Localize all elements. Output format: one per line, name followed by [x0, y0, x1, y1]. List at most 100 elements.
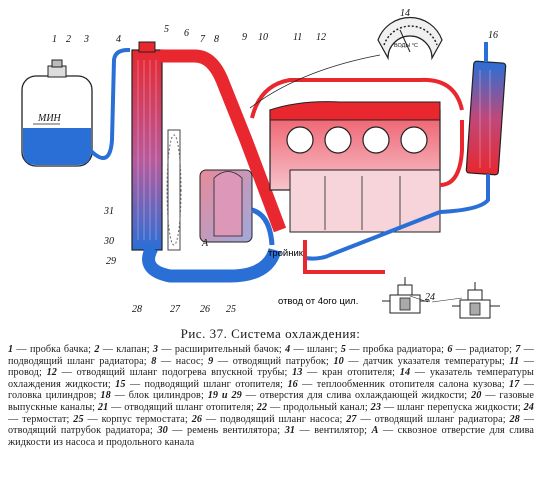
caption-item-number: 24: [523, 401, 534, 413]
sensor-wire: [249, 54, 381, 109]
callout-8: 8: [214, 34, 219, 45]
caption-item-number: 21: [97, 401, 109, 413]
figure-title: Рис. 37. Система охлаждения:: [180, 326, 361, 341]
caption-item-text: — корпус термостата;: [83, 413, 192, 425]
caption-item-number: 4: [285, 344, 291, 355]
caption-item-text: — отводящий шланг радиатора;: [356, 413, 510, 425]
caption-item-text: — насос;: [156, 355, 209, 367]
callout-25: 25: [226, 304, 236, 315]
callout-7: 7: [200, 34, 206, 45]
cylinder4-outlet: [303, 240, 385, 274]
caption-item-number: 18: [100, 390, 111, 402]
caption-item-number: 14: [399, 367, 411, 379]
thermostat-detail-left: [382, 277, 430, 314]
caption-item-text: — вентилятор;: [295, 425, 372, 437]
caption-item-text: — пробка радиатора;: [345, 344, 448, 355]
caption-item-text: — подводящий шланг отопителя;: [125, 378, 288, 390]
fan: [166, 129, 182, 251]
annotation-cylinder-outlet: отвод от 4ого цил.: [278, 296, 358, 307]
caption-item-number: 6: [447, 344, 453, 355]
caption-item-number: 17: [509, 378, 520, 390]
caption-item-number: 23: [370, 401, 382, 413]
caption-item-number: 8: [151, 355, 157, 367]
caption-item-text: — головка цилиндров;: [8, 378, 535, 402]
engine-block: [269, 101, 441, 233]
caption-item-number: 13: [292, 367, 303, 379]
caption-item-text: — отводящий шланг подогрева впускной тру…: [56, 367, 293, 379]
caption-item-text: — отверстия для слива охлаждающей жидкос…: [241, 390, 472, 402]
callout-12: 12: [316, 32, 326, 43]
caption-item-number: 7: [515, 344, 521, 355]
caption-item-text: — отводящий патрубок радиатора;: [8, 413, 534, 437]
gauge-label: ВОДЫ °C: [394, 43, 418, 49]
caption-item-text: — указатель температуры охлаждения жидко…: [8, 367, 534, 390]
caption-item-number: 28: [509, 413, 520, 425]
callout-28: 28: [132, 304, 142, 315]
callout-27: 27: [170, 304, 181, 315]
callout-16: 16: [488, 30, 498, 41]
caption-item-text: — подводящий шланг радиатора;: [8, 344, 534, 367]
caption-item-number: 15: [115, 378, 126, 390]
caption-item-text: — продольный канал;: [267, 401, 371, 413]
callout-24: 24: [425, 292, 435, 303]
annotation-tee: тройник: [268, 248, 304, 259]
caption-item-number: 26: [191, 413, 203, 425]
heater-supply-hose: [250, 77, 464, 119]
radiator-inlet-hose: [160, 49, 287, 233]
radiator-outlet-hose: [142, 244, 282, 283]
caption-item-number: 22: [256, 401, 268, 413]
caption-item-text: — подводящий шланг насоса;: [202, 413, 347, 425]
expansion-tank: МИН: [21, 59, 93, 167]
caption-item-text: — отводящий шланг отопителя;: [108, 401, 257, 413]
thermostat-detail-right: [452, 282, 500, 319]
callout-26: 26: [200, 304, 210, 315]
radiator: [131, 41, 163, 251]
caption-item-number: 2: [94, 344, 100, 355]
caption-item-text: — пробка бачка;: [13, 344, 95, 355]
callout-1: 1: [52, 34, 57, 45]
caption-item-number: 19 и 29: [207, 390, 242, 402]
caption-item-number: 16: [287, 378, 298, 390]
caption-item-number: А: [371, 425, 379, 437]
caption-item-number: 1: [8, 344, 14, 355]
caption-item-number: 3: [152, 344, 159, 355]
tank-min-label: МИН: [37, 113, 62, 124]
callout-4: 4: [116, 34, 121, 45]
caption-item-number: 10: [333, 355, 344, 367]
tank-hose: [88, 48, 130, 160]
caption-item-number: 31: [284, 425, 296, 437]
callout-3: 3: [83, 34, 89, 45]
caption-item-number: 30: [157, 425, 168, 437]
caption-item-text: — отводящий патрубок;: [213, 355, 334, 367]
caption-item-text: — термостат;: [8, 413, 74, 425]
pump-thermostat: А: [199, 169, 275, 249]
caption-item-text: — ремень вентилятора;: [167, 425, 285, 437]
caption-item-number: 20: [471, 390, 482, 402]
caption-item-number: 9: [208, 355, 214, 367]
caption-item-number: 25: [73, 413, 84, 425]
callout-31: 31: [103, 206, 114, 217]
callout-2: 2: [66, 34, 71, 45]
caption-item-number: 27: [346, 413, 357, 425]
drain-hole-label: А: [201, 238, 209, 249]
callout-5: 5: [164, 24, 169, 35]
callout-14: 14: [400, 8, 410, 19]
caption-item-text: — теплообменник отопителя салона кузова;: [297, 378, 510, 390]
callout-30: 30: [103, 236, 114, 247]
caption-item-text: — блок цилиндров;: [110, 390, 208, 402]
callout-29: 29: [106, 256, 116, 267]
callout-10: 10: [258, 32, 268, 43]
caption-item-text: — кран отопителя;: [302, 367, 400, 379]
cooling-system-diagram: МИН: [21, 8, 507, 319]
caption-item-text: — шланг перепуска жидкости;: [381, 401, 524, 413]
callout-9: 9: [242, 32, 247, 43]
heater-return-hose: [439, 120, 464, 187]
caption-item-text: — радиатор;: [452, 344, 516, 355]
temperature-gauge: ВОДЫ °C: [377, 16, 443, 61]
caption-item-text: — датчик указателя температуры;: [343, 355, 510, 367]
caption-item-text: — газовые выпускные каналы;: [8, 390, 534, 413]
caption-item-number: 12: [46, 367, 57, 379]
callout-11: 11: [293, 32, 302, 43]
figure-caption: 1 — пробка бачка; 2 — клапан; 3 — расшир…: [8, 344, 534, 448]
